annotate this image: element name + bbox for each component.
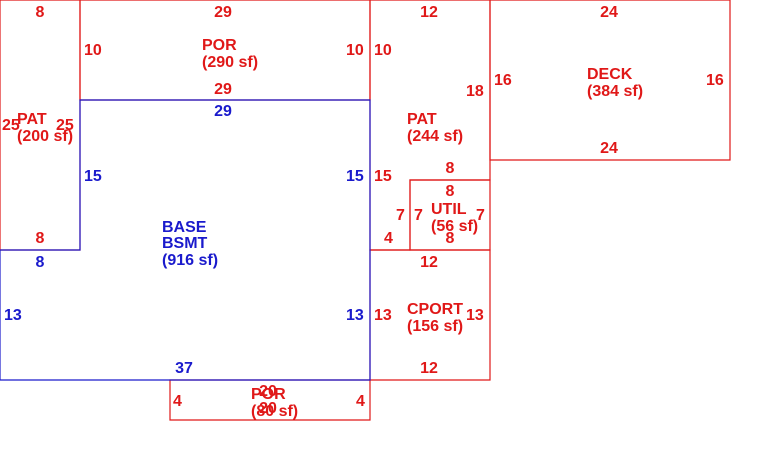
dimension-label: 10: [84, 42, 102, 59]
dimension-label: 8: [36, 4, 45, 21]
area-size: (80 sf): [251, 403, 298, 420]
outlines: [0, 0, 731, 421]
dimension-label: 37: [175, 360, 193, 377]
dimension-label: 29: [214, 81, 232, 98]
area-name: UTIL: [431, 201, 467, 218]
dimension-label: 8: [446, 160, 455, 177]
area-base: 29 37 15 15 8 13 13 BASE BSMT (916 sf): [4, 103, 364, 377]
dimension-label: 16: [706, 72, 724, 89]
dimension-label: 7: [414, 207, 423, 224]
area-size: (244 sf): [407, 128, 463, 145]
dimension-label: 10: [374, 42, 392, 59]
dimension-label: 25: [56, 117, 74, 134]
dimension-label: 15: [346, 168, 364, 185]
dimension-label: 15: [84, 168, 102, 185]
dimension-label: 4: [356, 393, 365, 410]
dimension-label: 24: [600, 4, 618, 21]
area-name: PAT: [407, 111, 437, 128]
area-name-line2: BSMT: [162, 235, 208, 252]
dimension-label: 12: [420, 254, 438, 271]
area-size: (384 sf): [587, 83, 643, 100]
area-por-bottom: 20 20 4 4 POR (80 sf): [173, 383, 365, 420]
area-util: 8 8 7 7 7 UTIL (56 sf): [396, 183, 485, 247]
dimension-label: 29: [214, 4, 232, 21]
area-name: PAT: [17, 111, 47, 128]
dimension-label: 7: [396, 207, 405, 224]
area-name: POR: [251, 386, 286, 403]
area-cport: 12 12 13 13 CPORT (156 sf): [374, 254, 484, 377]
dimension-label: 8: [36, 254, 45, 271]
area-name: BASE: [162, 219, 207, 236]
dimension-label: 20: [259, 383, 277, 400]
dimension-label: 8: [36, 230, 45, 247]
area-size: (156 sf): [407, 318, 463, 335]
area-size: (916 sf): [162, 252, 218, 269]
area-size: (56 sf): [431, 218, 478, 235]
dimension-label: 18: [466, 83, 484, 100]
area-pat-left: 8 8 25 25 PAT (200 sf): [2, 4, 74, 247]
area-por-top: 29 29 10 10 POR (290 sf): [84, 4, 364, 98]
dimension-label: 13: [374, 307, 392, 324]
area-pat-right: 12 10 18 15 4 8 PAT (244 sf): [374, 4, 484, 247]
dimension-label: 25: [2, 117, 20, 134]
dimension-label: 12: [420, 360, 438, 377]
dimension-label: 16: [494, 72, 512, 89]
dimension-label: 13: [346, 307, 364, 324]
area-name: CPORT: [407, 301, 463, 318]
area-size: (200 sf): [17, 128, 73, 145]
area-size: (290 sf): [202, 54, 258, 71]
dimension-label: 24: [600, 140, 618, 157]
dimension-label: 4: [173, 393, 182, 410]
area-name: DECK: [587, 66, 633, 83]
area-deck: 24 24 16 16 DECK (384 sf): [494, 4, 724, 157]
dimension-label: 8: [446, 183, 455, 200]
dimension-label: 12: [420, 4, 438, 21]
dimension-label: 15: [374, 168, 392, 185]
dimension-label: 13: [4, 307, 22, 324]
base-outline: [0, 99, 371, 381]
dimension-label: 8: [446, 230, 455, 247]
dimension-label: 4: [384, 230, 393, 247]
area-name: POR: [202, 37, 237, 54]
dimension-label: 29: [214, 103, 232, 120]
dimension-label: 13: [466, 307, 484, 324]
deck-outline: [489, 0, 731, 161]
dimension-label: 10: [346, 42, 364, 59]
dimension-label: 20: [259, 400, 277, 417]
dimension-label: 7: [476, 207, 485, 224]
